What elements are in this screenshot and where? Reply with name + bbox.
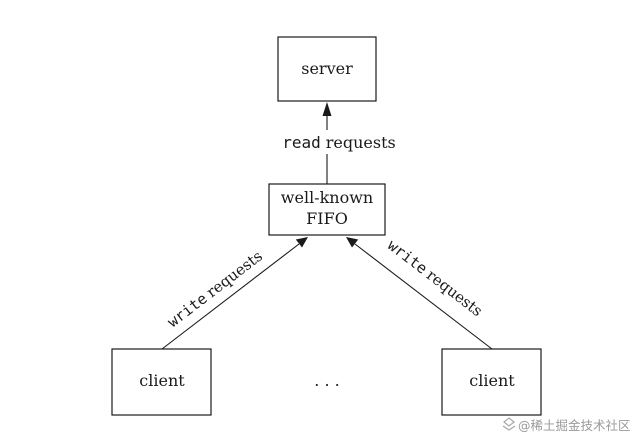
write-keyword-left: write xyxy=(164,289,211,331)
server-label: server xyxy=(301,59,353,78)
fifo-label-line2: FIFO xyxy=(306,209,348,228)
write-requests-arrow-right xyxy=(346,237,493,350)
read-requests-text: requests xyxy=(326,133,396,152)
watermark-text: @稀土掘金技术社区 xyxy=(518,418,631,433)
juejin-logo-icon xyxy=(502,417,516,431)
read-requests-label: read requests xyxy=(276,130,402,154)
client-node-right: client xyxy=(441,348,542,416)
arrowhead-left-icon xyxy=(295,237,308,248)
arrowhead-right-icon xyxy=(346,237,359,248)
write-requests-label-left: writerequests xyxy=(164,247,266,331)
fifo-label-line1: well-known xyxy=(281,188,373,207)
client-node-left: client xyxy=(111,348,212,416)
fifo-node: well-known FIFO xyxy=(268,183,386,236)
read-keyword: read xyxy=(282,133,321,152)
server-node: server xyxy=(277,36,377,102)
arrowhead-up-icon xyxy=(322,102,332,116)
svg-text:writerequests: writerequests xyxy=(164,247,266,331)
watermark: @稀土掘金技术社区 xyxy=(502,417,631,433)
more-clients-ellipsis: . . . xyxy=(314,371,339,390)
write-requests-text-right: requests xyxy=(423,266,486,320)
client-left-label: client xyxy=(139,371,185,390)
write-requests-arrow-left xyxy=(161,237,308,350)
client-right-label: client xyxy=(469,371,515,390)
